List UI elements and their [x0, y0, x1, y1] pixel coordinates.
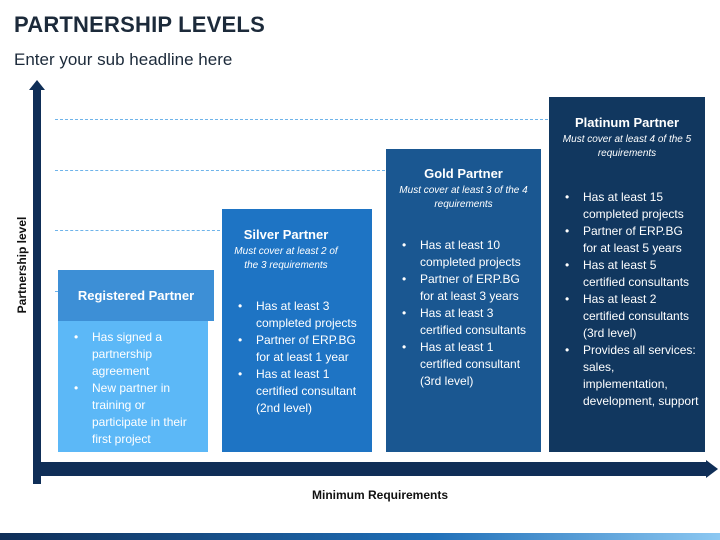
level-platinum-name: Platinum Partner [574, 115, 680, 130]
level-gold-list: Has at least 10 completed projects Partn… [386, 229, 541, 390]
list-item: New partner in training or participate i… [74, 380, 202, 448]
page-subtitle: Enter your sub headline here [14, 50, 233, 69]
level-platinum-body: Has at least 15 completed projects Partn… [549, 177, 705, 452]
level-silver-body: Has at least 3 completed projects Partne… [222, 290, 372, 452]
level-silver-list: Has at least 3 completed projects Partne… [222, 290, 372, 417]
level-platinum-list: Has at least 15 completed projects Partn… [549, 177, 705, 410]
y-axis-label: Partnership level [15, 216, 29, 314]
y-axis [33, 88, 41, 484]
list-item: Provides all services: sales, implementa… [565, 342, 699, 410]
list-item: Partner of ERP.BG for at least 1 year [238, 332, 366, 366]
level-registered-body: Has signed a partnership agreement New p… [58, 321, 208, 452]
gridline-3 [55, 170, 385, 171]
footer-accent-strip [0, 533, 720, 540]
level-gold-body: Has at least 10 completed projects Partn… [386, 229, 541, 452]
page-title: PARTNERSHIP LEVELS [14, 12, 265, 37]
gridline-2 [55, 230, 220, 231]
list-item: Has signed a partnership agreement [74, 329, 202, 380]
level-registered-header: Registered Partner [58, 270, 214, 321]
level-platinum-note: Must cover at least 4 of the 5 requireme… [562, 134, 692, 159]
list-item: Partner of ERP.BG for at least 3 years [402, 271, 535, 305]
list-item: Has at least 5 certified consultants [565, 257, 699, 291]
level-silver-header: Silver Partner Must cover at least 2 of … [222, 209, 350, 290]
level-registered-list: Has signed a partnership agreement New p… [58, 321, 208, 448]
x-axis-arrow [706, 460, 718, 478]
list-item: Has at least 1 certified consultant (2nd… [238, 366, 366, 417]
level-registered-name: Registered Partner [77, 288, 195, 303]
y-axis-arrow [29, 80, 45, 90]
list-item: Has at least 3 completed projects [238, 298, 366, 332]
list-item: Has at least 15 completed projects [565, 189, 699, 223]
level-platinum-header: Platinum Partner Must cover at least 4 o… [549, 97, 705, 177]
list-item: Partner of ERP.BG for at least 5 years [565, 223, 699, 257]
x-axis-label: Minimum Requirements [311, 488, 449, 502]
level-gold-name: Gold Partner [424, 166, 503, 181]
y-tick-1: 1 [43, 284, 51, 298]
list-item: Has at least 2 certified consultants (3r… [565, 291, 699, 342]
x-axis [33, 462, 708, 476]
gridline-4 [55, 119, 548, 120]
list-item: Has at least 1 certified consultant (3rd… [402, 339, 535, 390]
level-gold-note: Must cover at least 3 of the 4 requireme… [399, 185, 528, 210]
y-tick-3: 3 [43, 163, 51, 177]
y-tick-2: 2 [43, 223, 51, 237]
level-gold-header: Gold Partner Must cover at least 3 of th… [386, 149, 541, 229]
level-silver-shelf [350, 209, 372, 290]
y-tick-4: 4 [43, 112, 51, 126]
list-item: Has at least 3 certified consultants [402, 305, 535, 339]
list-item: Has at least 10 completed projects [402, 237, 535, 271]
gridline-1 [55, 291, 59, 292]
level-silver-name: Silver Partner [243, 227, 329, 242]
level-silver-note: Must cover at least 2 of the 3 requireme… [234, 246, 338, 271]
